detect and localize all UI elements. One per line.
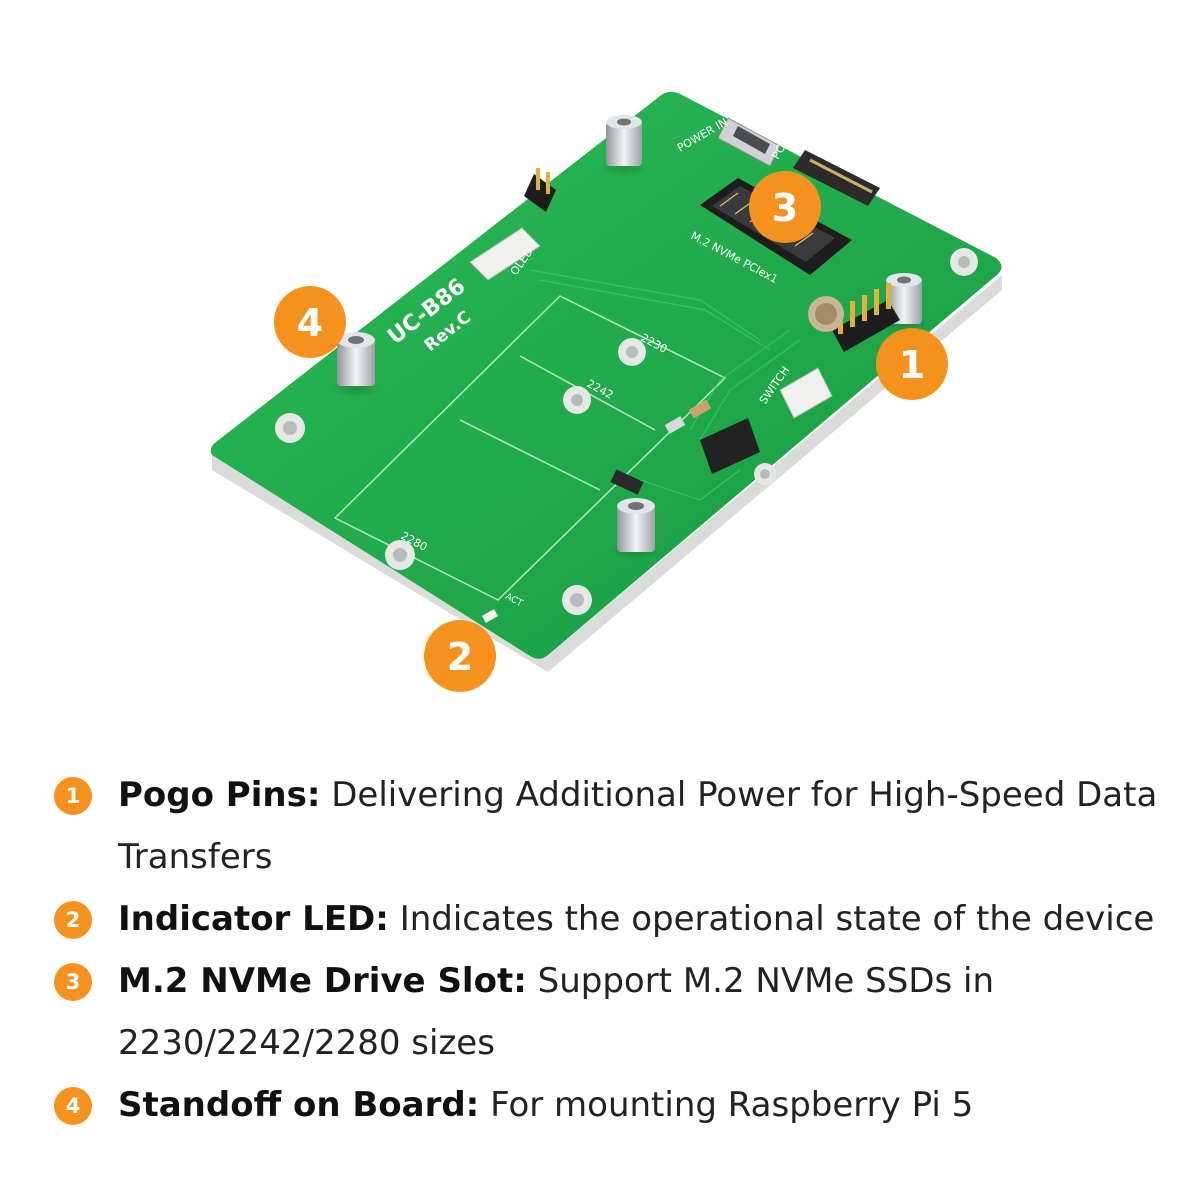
callout-badges: 1 2 3 4	[274, 171, 948, 692]
feature-description: Support M.2 NVMe SSDs in 2230/2242/2280 …	[118, 961, 995, 1063]
callout-3: 3	[749, 171, 821, 243]
feature-title: Standoff on Board:	[118, 1085, 480, 1125]
feature-title: M.2 NVMe Drive Slot:	[118, 961, 527, 1001]
feature-title: Indicator LED:	[118, 899, 389, 939]
feature-item-standoff: 4 Standoff on Board: For mounting Raspbe…	[54, 1074, 1164, 1136]
feature-item-pogo-pins: 1 Pogo Pins: Delivering Additional Power…	[54, 764, 1164, 888]
feature-item-indicator-led: 2 Indicator LED: Indicates the operation…	[54, 888, 1164, 950]
pcie-fpc-connector	[793, 150, 880, 206]
callout-4: 4	[274, 286, 346, 358]
mounting-holes	[275, 248, 978, 615]
feature-number-badge: 3	[54, 963, 92, 1001]
feature-description: Delivering Additional Power for High-Spe…	[118, 775, 1158, 877]
callout-1: 1	[876, 328, 948, 400]
feature-description: Indicates the operational state of the d…	[399, 899, 1155, 939]
feature-title: Pogo Pins:	[118, 775, 321, 815]
feature-list: 1 Pogo Pins: Delivering Additional Power…	[54, 764, 1164, 1136]
product-photo: UC-B86 Rev.C POWER IN PCIe OLED M.2 NVMe…	[210, 91, 1002, 692]
callout-2: 2	[424, 620, 496, 692]
pcb-components	[469, 168, 844, 623]
svg-text:3: 3	[772, 186, 798, 230]
feature-number-badge: 2	[54, 901, 92, 939]
usb-c-port	[717, 117, 781, 167]
svg-text:4: 4	[297, 301, 323, 345]
feature-description: For mounting Raspberry Pi 5	[490, 1085, 974, 1125]
svg-text:1: 1	[899, 343, 925, 387]
svg-text:2: 2	[447, 635, 473, 679]
feature-number-badge: 1	[54, 777, 92, 815]
feature-item-m2-slot: 3 M.2 NVMe Drive Slot: Support M.2 NVMe …	[54, 950, 1164, 1074]
feature-number-badge: 4	[54, 1087, 92, 1125]
